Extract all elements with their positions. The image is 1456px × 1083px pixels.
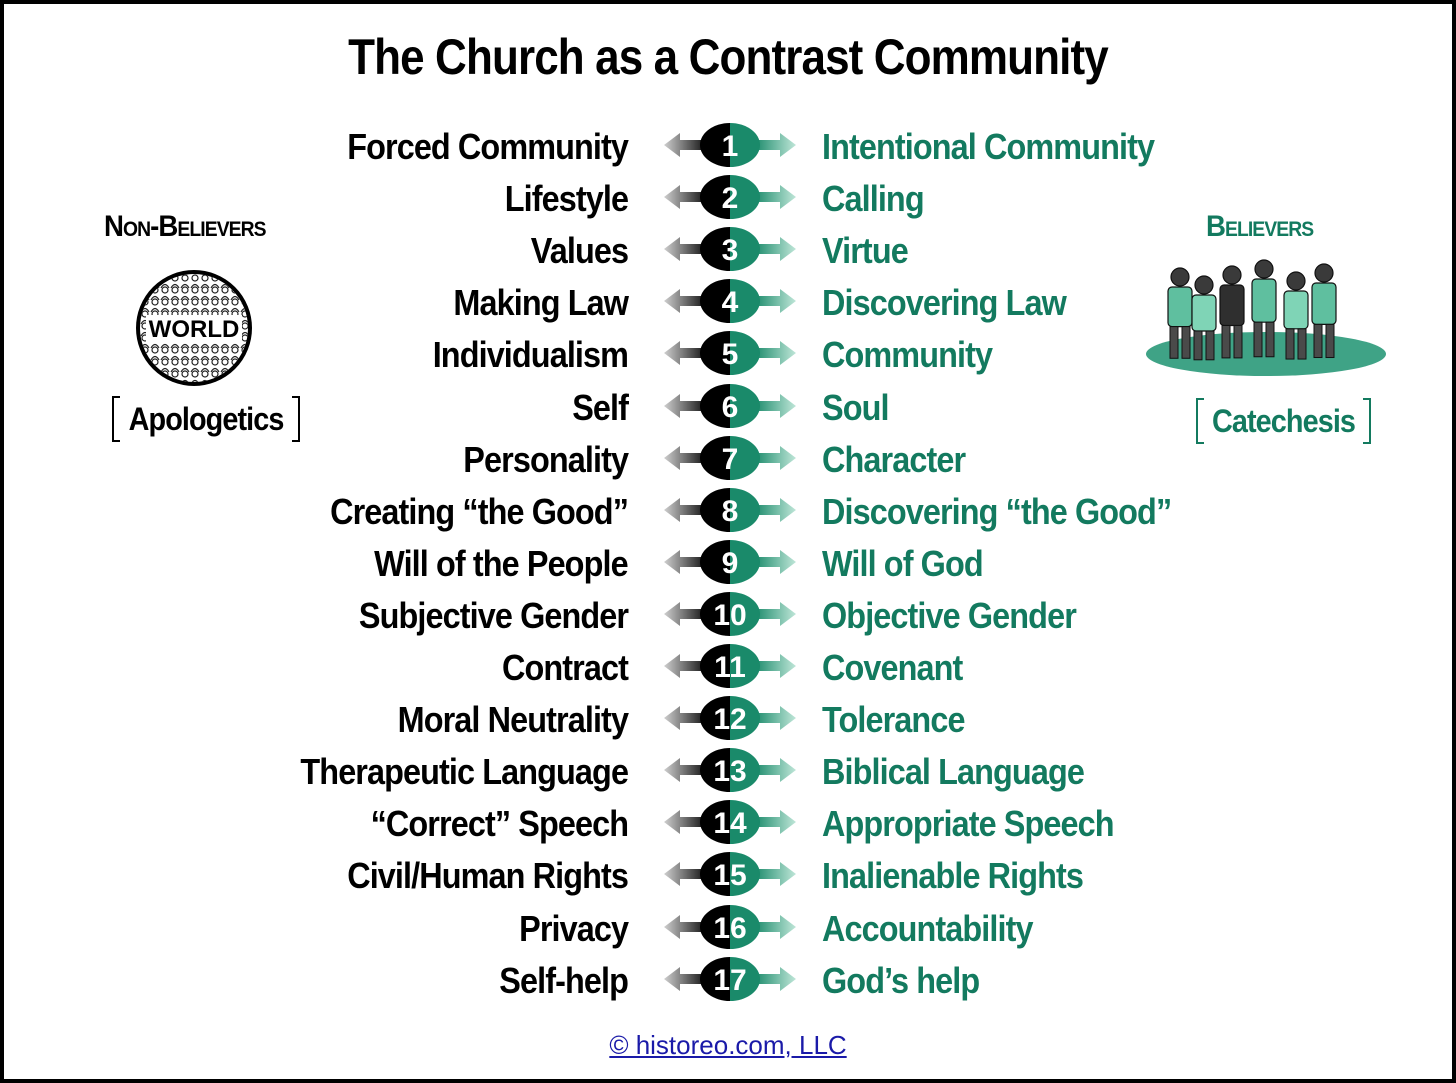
contrast-arrow-icon: 14 [664,800,796,845]
contrast-row: “Correct” Speech 14 Appropriate Speech [0,797,1456,849]
row-number: 7 [722,443,739,476]
believer-term: Virtue [822,230,909,272]
non-believer-term: Moral Neutrality [397,699,629,741]
row-number: 1 [722,130,739,163]
row-number: 15 [713,859,746,892]
contrast-arrow-icon: 16 [664,904,796,949]
believers-heading: Believers [1206,210,1314,243]
non-believer-term: Forced Community [347,126,629,167]
row-number: 17 [713,964,746,997]
row-number: 10 [713,599,746,632]
world-label: WORLD [149,316,240,343]
non-believer-term: Will of the People [374,542,628,584]
believer-term: Will of God [822,542,984,584]
contrast-row: Subjective Gender 10 Objective Gender [0,589,1456,641]
non-believer-term: Personality [463,438,629,480]
believer-term: Discovering Law [822,282,1067,324]
contrast-row: Self-help 17 God’s help [0,954,1456,1006]
non-believer-term: Individualism [432,334,629,376]
contrast-row: Personality 7 Character [0,433,1456,485]
contrast-row: Moral Neutrality 12 Tolerance [0,693,1456,745]
contrast-arrow-icon: 11 [664,644,796,688]
believer-term: Tolerance [822,699,965,741]
non-believer-term: Self-help [499,959,629,1001]
row-number: 12 [713,703,746,736]
contrast-arrow-icon: 15 [664,852,796,897]
apologetics-label: Apologetics [112,396,301,442]
contrast-arrow-icon: 6 [664,383,796,428]
believer-term: Calling [822,178,925,220]
row-number: 8 [722,495,739,528]
contrast-arrow-icon: 7 [664,435,796,480]
contrast-arrow-icon: 13 [664,748,796,793]
believer-term: Accountability [822,907,1034,949]
believer-term: Soul [822,386,889,428]
non-believer-term: Making Law [453,282,629,324]
world-emblem-icon: WORLD [136,270,252,386]
row-number: 16 [713,912,746,945]
non-believer-term: Self [572,386,629,428]
row-number: 11 [714,651,746,684]
believer-term: Community [822,334,993,376]
non-believer-term: Lifestyle [504,178,629,220]
row-number: 5 [722,338,739,371]
non-believer-term: Civil/Human Rights [347,855,629,897]
believer-term: Appropriate Speech [822,803,1115,845]
believer-term: God’s help [822,959,980,1001]
contrast-arrow-icon: 8 [664,487,796,532]
contrast-arrow-icon: 5 [664,331,796,376]
row-number: 6 [722,391,739,424]
contrast-arrow-icon: 2 [664,175,796,220]
believer-term: Character [822,438,966,480]
contrast-row: Contract 11 Covenant [0,641,1456,693]
contrast-arrow-icon: 10 [664,591,796,636]
contrast-row: Values 3 Virtue [0,224,1456,276]
contrast-row: Forced Community 1 Intentional Community [0,120,1456,172]
believer-term: Biblical Language [822,751,1085,793]
contrast-arrow-icon: 4 [664,279,796,324]
believer-term: Inalienable Rights [822,855,1084,897]
non-believer-term: Therapeutic Language [300,751,629,793]
contrast-arrow-icon: 12 [664,696,796,741]
believer-term: Discovering “the Good” [822,490,1172,532]
contrast-arrow-icon: 1 [664,123,796,167]
row-number: 14 [713,807,747,840]
believer-term: Objective Gender [822,594,1077,636]
contrast-row: Making Law 4 Discovering Law [0,276,1456,328]
contrast-row: Therapeutic Language 13 Biblical Language [0,745,1456,797]
contrast-arrow-icon: 9 [664,539,796,584]
believer-term: Covenant [822,647,963,688]
page-title: The Church as a Contrast Community [348,29,1109,85]
believers-group-icon [1146,259,1386,376]
row-number: 9 [722,547,739,580]
contrast-row: Lifestyle 2 Calling [0,172,1456,224]
non-believers-heading: Non-Believers [104,210,267,243]
contrast-row: Individualism 5 Community [0,328,1456,380]
contrast-row: Self 6 Soul [0,381,1456,433]
contrast-row: Will of the People 9 Will of God [0,537,1456,589]
row-number: 3 [722,234,739,267]
non-believer-term: Privacy [519,907,629,949]
non-believer-term: Contract [501,647,629,688]
copyright-link[interactable]: © historeo.com, LLC [609,1030,847,1060]
contrast-arrow-icon: 17 [664,956,796,1001]
contrast-row: Creating “the Good” 8 Discovering “the Goo… [0,485,1456,537]
non-believer-term: “Correct” Speech [370,803,629,845]
catechesis-label: Catechesis [1196,398,1371,444]
non-believer-term: Values [530,230,629,272]
row-number: 2 [722,182,739,215]
row-number: 4 [722,286,739,319]
contrast-arrow-icon: 3 [664,227,796,272]
contrast-row: Civil/Human Rights 15 Inalienable Rights [0,849,1456,901]
non-believer-term: Subjective Gender [358,594,629,636]
believer-term: Intentional Community [822,126,1155,167]
row-number: 13 [713,755,746,788]
non-believer-term: Creating “the Good” [330,490,629,532]
contrast-row: Privacy 16 Accountability [0,902,1456,954]
